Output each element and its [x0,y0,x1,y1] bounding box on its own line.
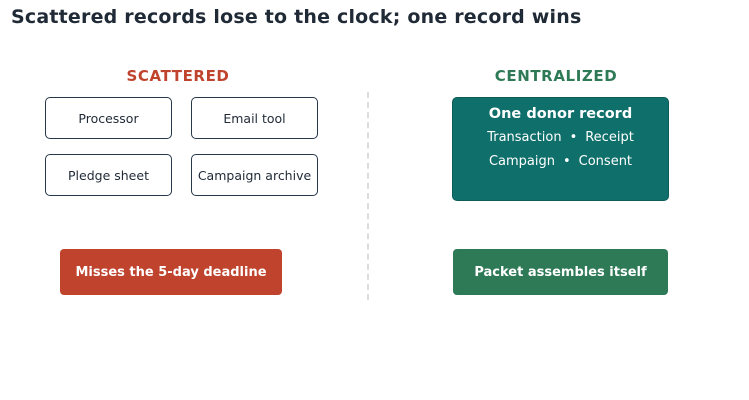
record-field-receipt: Receipt [585,130,634,145]
record-title: One donor record [488,106,633,122]
record-field-transaction: Transaction [487,130,562,145]
record-fields-line-1: Transaction • Receipt [487,130,634,145]
scattered-heading: SCATTERED [126,67,230,85]
centralized-outcome-badge: Packet assembles itself [453,249,668,295]
record-field-campaign: Campaign [488,154,555,169]
column-divider [367,92,369,300]
scattered-outcome-badge: Misses the 5-day deadline [60,249,282,295]
source-box-campaign-archive: Campaign archive [191,154,318,196]
donor-record-box: One donor record Transaction•Receipt Cam… [452,97,669,201]
record-field-consent: Consent [578,154,633,169]
slide-title: Scattered records lose to the clock; one… [11,6,582,28]
bullet-separator: • [562,154,571,169]
bullet-separator: • [569,130,578,145]
centralized-heading: CENTRALIZED [494,67,618,85]
record-fields-line-2: Campaign • Consent [489,154,632,169]
source-box-pledge-sheet: Pledge sheet [45,154,172,196]
source-box-email-tool: Email tool [191,97,318,139]
source-box-processor: Processor [45,97,172,139]
